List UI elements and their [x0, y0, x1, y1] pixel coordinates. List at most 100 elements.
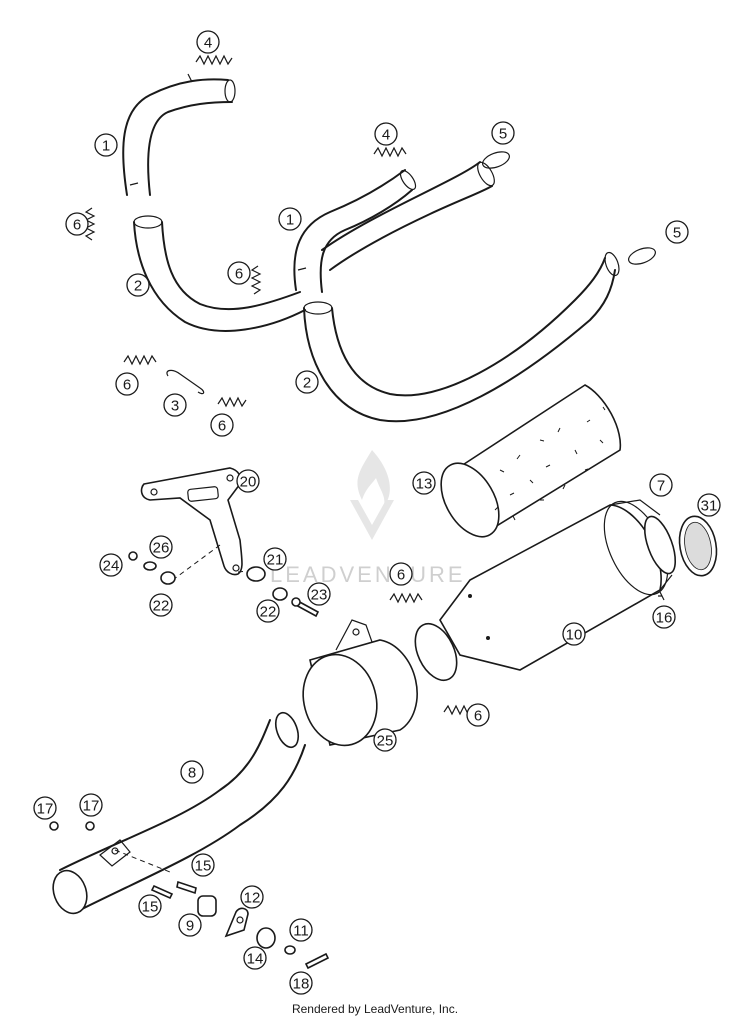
callout-c10: 10	[562, 622, 586, 646]
callout-circle	[126, 273, 150, 297]
callout-label: 26	[153, 540, 170, 557]
callout-label: 15	[142, 899, 159, 916]
clamp-5-upper	[482, 151, 510, 169]
header-pipe-right-upper	[321, 161, 495, 271]
spring-4-mid	[373, 146, 407, 158]
watermark: LEADVENTURE	[270, 450, 466, 587]
callout-c6f: 6	[466, 703, 490, 727]
callout-circle	[180, 760, 204, 784]
callout-c22a: 22	[149, 593, 173, 617]
clamp-5-lower	[628, 247, 656, 265]
callout-c22b: 22	[256, 599, 280, 623]
rubber-14	[256, 927, 276, 949]
bolt-18	[304, 952, 330, 970]
bolt-15-lower	[150, 884, 174, 900]
rubber-22-left	[160, 571, 176, 585]
callout-circle	[178, 913, 202, 937]
callout-label: 1	[286, 212, 294, 229]
callout-label: 12	[244, 890, 261, 907]
callout-label: 7	[657, 478, 665, 495]
callout-c20: 20	[236, 469, 260, 493]
callout-circle	[191, 853, 215, 877]
callout-c4a: 4	[196, 30, 220, 54]
callout-circle	[227, 261, 251, 285]
callout-circle	[412, 471, 436, 495]
callout-circle	[263, 547, 287, 571]
callout-c6a: 6	[65, 212, 89, 236]
callout-label: 5	[673, 225, 681, 242]
callout-circle	[307, 582, 331, 606]
callout-label: 4	[382, 127, 390, 144]
watermark-text: LEADVENTURE	[270, 562, 466, 587]
callout-c4b: 4	[374, 122, 398, 146]
callout-c15a: 15	[191, 853, 215, 877]
sleeve-25	[302, 619, 418, 747]
spring-6-muffler	[389, 592, 423, 604]
callout-circle	[649, 473, 673, 497]
callout-label: 24	[103, 558, 120, 575]
callout-c6c: 6	[115, 372, 139, 396]
bolt-15-upper	[176, 880, 197, 895]
callout-label: 6	[397, 567, 405, 584]
callout-c6e: 6	[389, 562, 413, 586]
callout-circle	[79, 793, 103, 817]
bolt-23	[291, 597, 320, 618]
callout-label: 13	[416, 476, 433, 493]
callout-circle	[236, 469, 260, 493]
callout-label: 6	[474, 708, 482, 725]
callout-c24: 24	[99, 553, 123, 577]
callout-c14: 14	[243, 946, 267, 970]
callout-circle	[210, 413, 234, 437]
callout-label: 14	[247, 951, 264, 968]
callout-c6b: 6	[227, 261, 251, 285]
silencer-body-10	[414, 499, 673, 682]
nut-24	[128, 551, 138, 561]
callout-label: 16	[656, 610, 673, 627]
callout-c17b: 17	[79, 793, 103, 817]
callout-label: 22	[260, 604, 277, 621]
header-pipe-2-right	[303, 251, 620, 423]
spacer-9	[197, 895, 217, 917]
callout-c7: 7	[649, 473, 673, 497]
callout-circle	[94, 133, 118, 157]
callout-circle	[163, 393, 187, 417]
callout-circle	[562, 622, 586, 646]
callout-label: 2	[303, 375, 311, 392]
callout-label: 5	[499, 126, 507, 143]
callout-circle	[196, 30, 220, 54]
callout-label: 6	[235, 266, 243, 283]
callout-c1a: 1	[94, 133, 118, 157]
callout-label: 6	[218, 418, 226, 435]
callout-label: 6	[73, 217, 81, 234]
callout-label: 22	[153, 598, 170, 615]
callout-label: 10	[566, 627, 583, 644]
watermark-flame-icon	[357, 450, 390, 506]
callout-label: 2	[134, 278, 142, 295]
nut-17-left	[49, 821, 59, 831]
callout-circle	[115, 372, 139, 396]
header-pipe-1-left	[122, 73, 236, 196]
callout-circle	[665, 220, 689, 244]
callout-circle	[466, 703, 490, 727]
callout-circle	[697, 493, 721, 517]
spring-6-center	[250, 265, 262, 295]
callout-label: 25	[377, 733, 394, 750]
hook-3	[166, 369, 205, 395]
callout-c11: 11	[289, 918, 313, 942]
callout-c18: 18	[289, 971, 313, 995]
callout-circle	[65, 212, 89, 236]
callout-c26: 26	[149, 535, 173, 559]
callout-c6d: 6	[210, 413, 234, 437]
callout-c15b: 15	[138, 894, 162, 918]
callout-circle	[278, 207, 302, 231]
callout-label: 8	[188, 765, 196, 782]
spring-4-top	[195, 54, 233, 66]
spark-screen-31	[678, 515, 718, 577]
nut-17-right	[85, 821, 95, 831]
callout-label: 3	[171, 398, 179, 415]
callout-circle	[243, 946, 267, 970]
bracket-12	[224, 907, 249, 938]
spring-6-left	[84, 207, 96, 241]
front-pipe-dash-line	[114, 849, 171, 873]
